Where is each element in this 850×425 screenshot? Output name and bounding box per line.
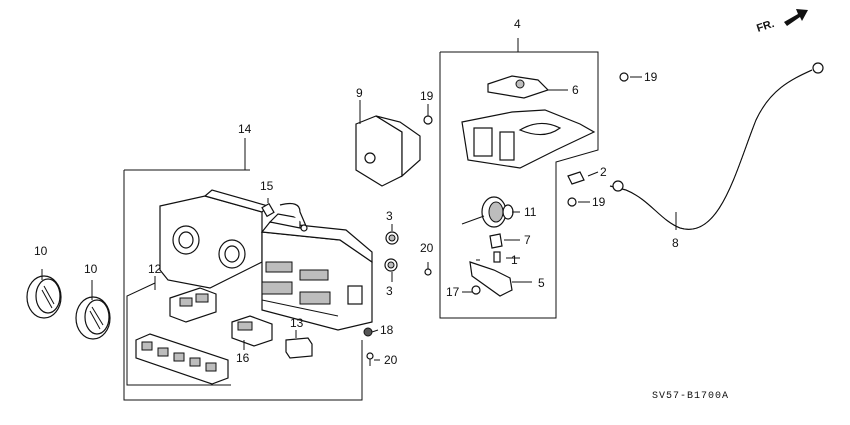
callout-1: 1 (511, 253, 518, 267)
cable-part-8 (609, 62, 824, 230)
diagram-code: SV57-B1700A (652, 391, 729, 402)
clip-part-2 (567, 171, 585, 185)
callout-13: 13 (290, 316, 304, 330)
cover-part-13 (285, 337, 313, 359)
leader-lines (295, 76, 677, 361)
assembly-frame-14 (123, 138, 363, 401)
cap-part-7 (489, 233, 503, 249)
callout-19-c: 19 (592, 195, 606, 209)
callout-16: 16 (236, 351, 250, 365)
screw-part-3-upper (385, 224, 399, 245)
switch-group-frame-12 (126, 282, 231, 386)
callout-19-b: 19 (644, 70, 658, 84)
callout-15: 15 (260, 179, 274, 193)
knob-part-10-right (75, 280, 111, 340)
callout-3-lower: 3 (386, 284, 393, 298)
knob-part-10-left (26, 269, 62, 319)
lever-part-6 (487, 75, 550, 99)
callout-10-left: 10 (34, 244, 48, 258)
callout-4: 4 (514, 17, 521, 31)
callout-5: 5 (538, 276, 545, 290)
callout-14: 14 (238, 122, 252, 136)
screw-part-3-lower (384, 258, 398, 282)
screw-part-19-b (619, 72, 629, 82)
mechanism-housing-4 (461, 109, 596, 169)
callout-19-a: 19 (420, 89, 434, 103)
callout-8: 8 (672, 236, 679, 250)
callout-20-lower: 20 (384, 353, 398, 367)
screw-part-18 (363, 327, 373, 337)
screw-part-20-upper (424, 262, 432, 276)
front-arrow-icon (784, 9, 808, 26)
lever-part-5 (469, 261, 513, 297)
heater-control-panel-14 (159, 189, 373, 331)
callout-labels: 1 2 3 3 4 5 6 7 8 9 10 10 11 12 13 14 15… (34, 17, 679, 367)
callout-2: 2 (600, 165, 607, 179)
bulb-part-15 (261, 198, 275, 218)
direction-label: FR. (755, 18, 776, 35)
callout-9: 9 (356, 86, 363, 100)
assembly-frame-4 (439, 38, 599, 319)
motor-part-9 (355, 100, 421, 187)
spring-part-1 (493, 251, 501, 263)
callout-3-upper: 3 (386, 209, 393, 223)
callout-7: 7 (524, 233, 531, 247)
screw-part-20-lower (366, 352, 374, 366)
callout-10-right: 10 (84, 262, 98, 276)
screw-part-17 (471, 285, 481, 295)
callout-12: 12 (148, 262, 162, 276)
front-direction-indicator: FR. (755, 9, 808, 35)
switch-part-12-lower (135, 333, 229, 385)
callout-18: 18 (380, 323, 394, 337)
callout-6: 6 (572, 83, 579, 97)
callout-20-upper: 20 (420, 241, 434, 255)
callout-11: 11 (524, 205, 537, 219)
switch-part-12-upper (169, 287, 217, 323)
ac-switch-part-16 (231, 315, 273, 350)
screw-part-19-c (567, 197, 577, 207)
callout-17: 17 (446, 285, 460, 299)
screw-part-19-a (423, 104, 433, 125)
gear-part-11 (461, 196, 514, 228)
